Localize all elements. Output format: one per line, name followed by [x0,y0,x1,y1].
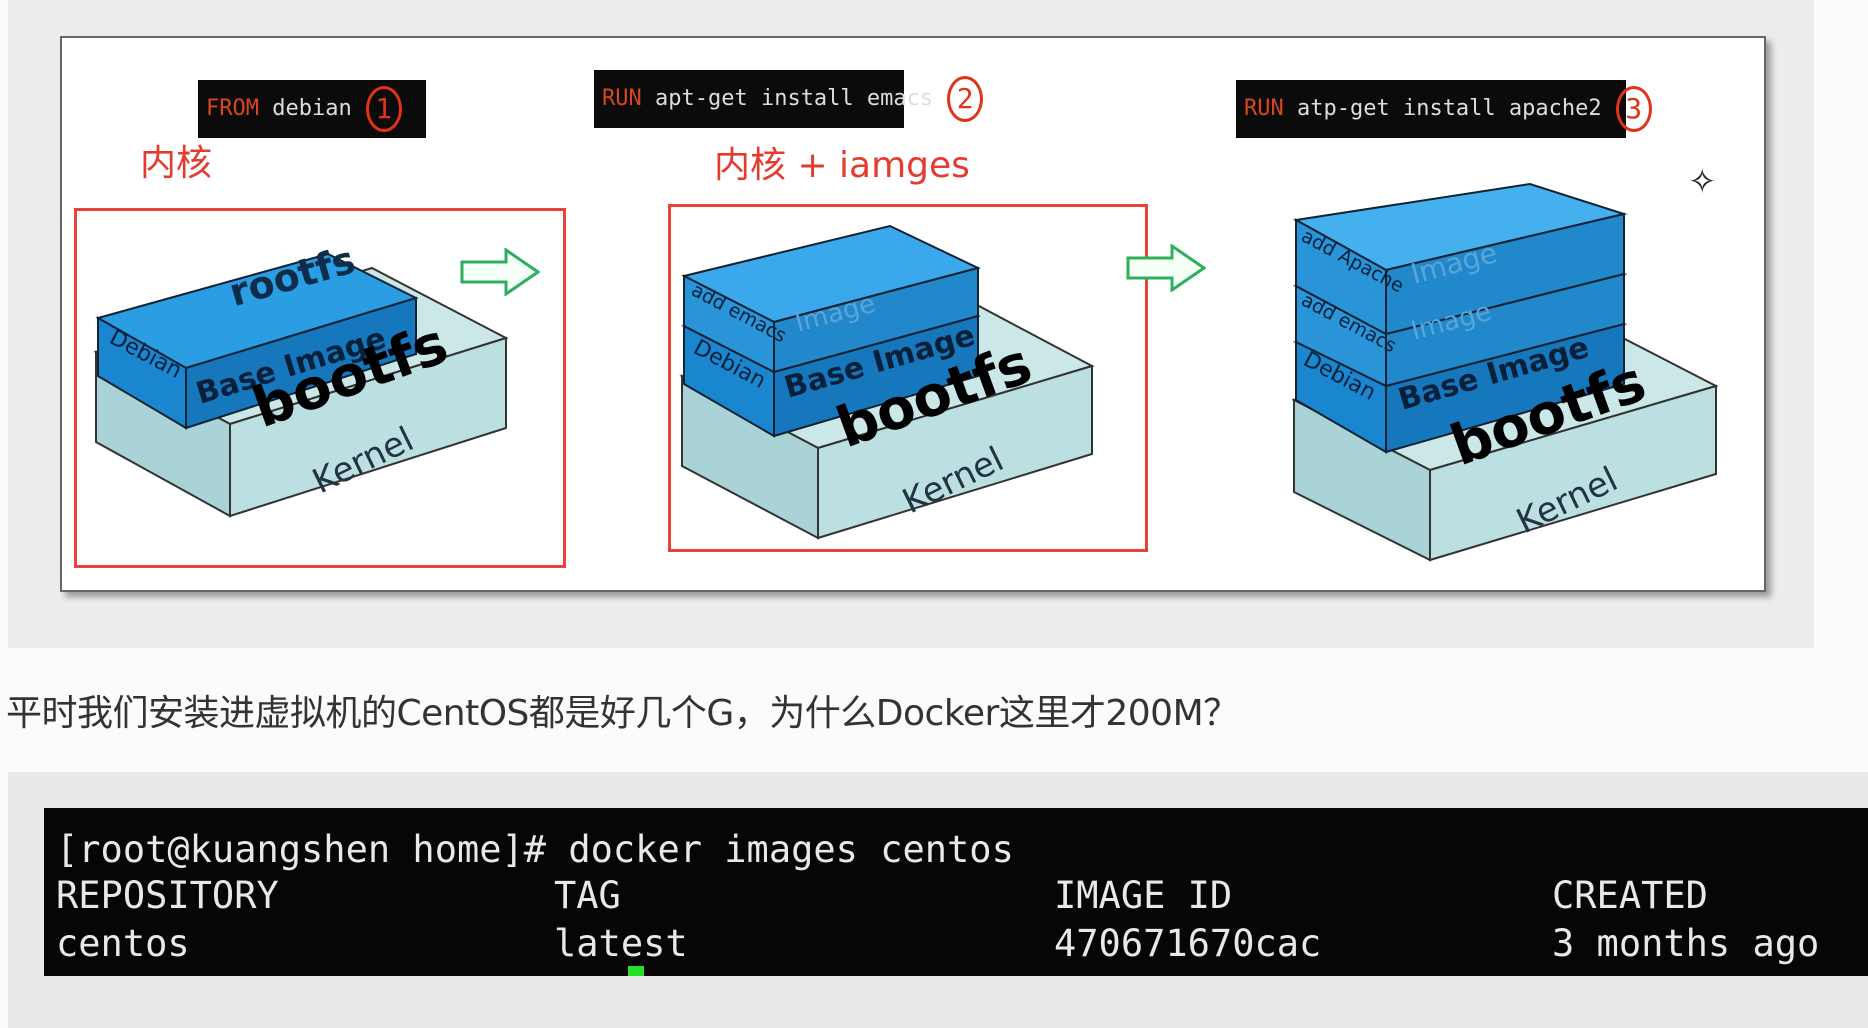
crosshair-cursor-icon: ✧ [1688,162,1717,202]
stage-2-stack: add emacs Image Base Image Debian bootfs… [679,224,1095,540]
header-repository: REPOSITORY [56,874,279,917]
step-number: 2 [947,76,984,122]
stage-3-stack: add Apache Image add emacs Image Base Im… [1291,182,1719,562]
terminal-row: centos latest 470671670cac 3 months ago [44,922,1868,966]
tag-cell: latest [554,922,688,965]
terminal-header-row: REPOSITORY TAG IMAGE ID CREATED [44,874,1868,918]
layer-diagram: FROM debian 1 内核 rootfs Base Image Debian… [60,36,1766,592]
repository-cell: centos [56,922,190,965]
header-image-id: IMAGE ID [1054,874,1233,917]
stage-1-command: FROM debian 1 [198,80,426,138]
right-arrow-icon [1126,243,1207,293]
stage-1-note: 内核 [140,143,213,184]
command-keyword: RUN [1244,96,1284,121]
stage-1-stack: rootfs Base Image Debian bootfs Kernel [93,238,509,518]
image-id-cell: 470671670cac [1054,922,1322,965]
figure-panel: FROM debian 1 内核 rootfs Base Image Debian… [8,0,1814,648]
terminal-prompt-line: [root@kuangshen home]# docker images cen… [56,828,1014,871]
command-text: debian [258,96,352,121]
arrow-1 [460,247,541,300]
command-text: atp-get install apache2 [1283,96,1602,121]
stage-1-highlight [74,208,566,568]
created-cell: 3 months ago [1552,922,1820,965]
step-number: 1 [365,86,402,132]
arrow-2 [1126,243,1207,296]
stage-2-command: RUN apt-get install emacs 2 [594,70,984,128]
stage-2-note: 内核 + iamges [714,145,970,186]
step-number: 3 [1615,86,1652,132]
stage-2-highlight [668,204,1148,552]
header-created: CREATED [1552,874,1708,917]
stage-3-command: RUN atp-get install apache2 3 [1236,80,1652,138]
right-arrow-icon [460,247,541,297]
terminal: [root@kuangshen home]# docker images cen… [44,808,1868,976]
question-text: 平时我们安装进虚拟机的CentOS都是好几个G，为什么Docker这里才200M… [6,693,1239,734]
command-keyword: RUN [602,86,642,111]
command-keyword: FROM [206,96,259,121]
header-tag: TAG [554,874,621,917]
command-text: apt-get install emacs [641,86,934,111]
terminal-cursor [628,966,644,976]
